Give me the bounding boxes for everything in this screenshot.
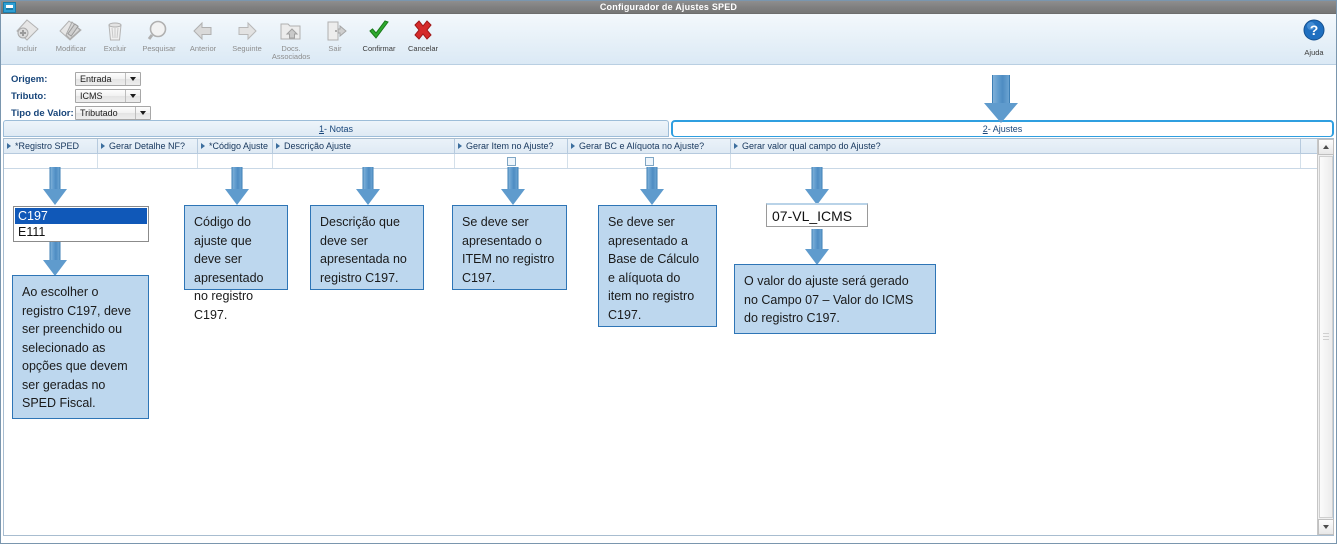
grid-column-header-label: *Código Ajuste [209, 141, 269, 151]
grid-column-header[interactable]: *Registro SPED [4, 139, 98, 153]
window-title: Configurador de Ajustes SPED [599, 1, 738, 12]
tab-ajustes-number: 2 [982, 124, 988, 134]
vertical-scrollbar[interactable] [1317, 139, 1334, 535]
toolbar-label: Sair [328, 44, 342, 53]
grid-column-header[interactable]: Gerar BC e Alíquota no Ajuste? [568, 139, 731, 153]
checkbox[interactable] [506, 156, 516, 166]
grid-column-header-label: Descrição Ajuste [284, 141, 352, 151]
arrow-left-icon [190, 17, 216, 44]
toolbar-button-excluir[interactable]: Excluir [93, 14, 137, 62]
filter-label-tributo: Tributo: [11, 90, 47, 102]
grid-header-row: *Registro SPED Gerar Detalhe NF? *Código A… [4, 139, 1317, 154]
toolbar-button-pesquisar[interactable]: Pesquisar [137, 14, 181, 62]
grid-column-header[interactable]: *Código Ajuste [198, 139, 273, 153]
grid-column-header-label: Gerar Item no Ajuste? [466, 141, 554, 151]
grid-cell[interactable] [4, 154, 98, 168]
toolbar-button-modificar[interactable]: Modificar [49, 14, 93, 62]
red-x-icon [410, 17, 436, 44]
title-bar: Configurador de Ajustes SPED [1, 1, 1336, 14]
tipo-de-valor-value: Tributado [80, 108, 118, 118]
toolbar-button-cancelar[interactable]: Cancelar [401, 14, 445, 62]
grid-cell[interactable] [98, 154, 198, 168]
tab-ajustes-label: - Ajustes [987, 124, 1023, 134]
filter-label-origem: Origem: [11, 73, 48, 85]
toolbar-label: Seguinte [232, 44, 262, 53]
toolbar-label: Anterior [189, 44, 217, 53]
toolbar-button-seguinte[interactable]: Seguinte [225, 14, 269, 62]
help-label: Ajuda [1304, 48, 1324, 57]
toolbar-button-anterior[interactable]: Anterior [181, 14, 225, 62]
help-question-icon: ? [1302, 18, 1326, 47]
arrow-right-icon [234, 17, 260, 44]
scroll-up-icon[interactable] [1317, 139, 1334, 155]
toolbar-label: Excluir [103, 44, 127, 53]
grid-column-header[interactable]: Gerar valor qual campo do Ajuste? [731, 139, 1301, 153]
column-menu-caret-icon[interactable] [458, 143, 462, 149]
toolbar-label: Pesquisar [142, 44, 176, 53]
column-menu-caret-icon[interactable] [101, 143, 105, 149]
filter-row-tributo: Tributo: ICMS [11, 88, 1336, 104]
filter-panel: Origem: Entrada Tributo: ICMS Tipo de Va… [1, 65, 1336, 120]
table-row[interactable] [4, 154, 1317, 169]
exit-door-icon [322, 17, 348, 44]
tab-ajustes[interactable]: 2 - Ajustes [671, 120, 1334, 137]
tipo-de-valor-dropdown[interactable]: Tributado [75, 106, 151, 120]
toolbar: Incluir Modificar Excluir [1, 14, 1336, 65]
toolbar-button-sair[interactable]: Sair [313, 14, 357, 62]
column-menu-caret-icon[interactable] [201, 143, 205, 149]
chevron-down-icon[interactable] [125, 90, 140, 102]
column-menu-caret-icon[interactable] [7, 143, 11, 149]
checkbox[interactable] [644, 156, 654, 166]
grid-column-header-label: Gerar BC e Alíquota no Ajuste? [579, 141, 705, 151]
grid-viewport: *Registro SPED Gerar Detalhe NF? *Código A… [4, 139, 1317, 535]
toolbar-label: Docs. Associados [271, 44, 311, 61]
data-grid: *Registro SPED Gerar Detalhe NF? *Código A… [3, 138, 1334, 536]
grid-column-header-label: Gerar valor qual campo do Ajuste? [742, 141, 881, 151]
toolbar-label: Confirmar [362, 44, 396, 53]
toolbar-label: Cancelar [407, 44, 438, 53]
grid-column-header[interactable]: Gerar Item no Ajuste? [455, 139, 568, 153]
magnifier-icon [146, 17, 172, 44]
grid-cell[interactable] [731, 154, 1301, 168]
tab-notas-number: 1 [318, 123, 324, 134]
scrollbar-thumb[interactable] [1318, 156, 1333, 518]
grid-cell[interactable] [273, 154, 455, 168]
chevron-down-icon[interactable] [125, 73, 140, 85]
toolbar-label: Modificar [55, 44, 87, 53]
scroll-down-icon[interactable] [1317, 519, 1334, 535]
grid-column-header[interactable]: Descrição Ajuste [273, 139, 455, 153]
toolbar-button-confirmar[interactable]: Confirmar [357, 14, 401, 62]
filter-label-tipo-de-valor: Tipo de Valor: [11, 107, 74, 119]
filter-row-tipo-de-valor: Tipo de Valor: Tributado [11, 105, 1336, 121]
trash-icon [102, 17, 128, 44]
tab-notas[interactable]: 1 - Notas [3, 120, 669, 137]
grid-cell[interactable] [455, 154, 568, 168]
origem-dropdown[interactable]: Entrada [75, 72, 141, 86]
tab-notas-label: - Notas [324, 123, 354, 134]
tributo-value: ICMS [80, 91, 103, 101]
grid-column-header-label: Gerar Detalhe NF? [109, 141, 186, 151]
grid-column-header-label: *Registro SPED [15, 141, 80, 151]
tab-strip: 1 - Notas 2 - Ajustes [1, 120, 1336, 138]
svg-text:?: ? [1310, 22, 1319, 38]
green-check-icon [366, 17, 392, 44]
grid-column-header[interactable]: Gerar Detalhe NF? [98, 139, 198, 153]
help-button[interactable]: ? Ajuda [1294, 15, 1334, 63]
toolbar-button-incluir[interactable]: Incluir [5, 14, 49, 62]
toolbar-label: Incluir [16, 44, 37, 53]
toolbar-button-docs-associados[interactable]: Docs. Associados [269, 14, 313, 62]
edit-tag-icon [58, 17, 84, 44]
column-menu-caret-icon[interactable] [734, 143, 738, 149]
add-tag-icon [14, 17, 40, 44]
column-menu-caret-icon[interactable] [571, 143, 575, 149]
grid-cell[interactable] [198, 154, 273, 168]
chevron-down-icon[interactable] [135, 107, 150, 119]
tributo-dropdown[interactable]: ICMS [75, 89, 141, 103]
column-menu-caret-icon[interactable] [276, 143, 280, 149]
grid-cell[interactable] [568, 154, 731, 168]
filter-row-origem: Origem: Entrada [11, 71, 1336, 87]
application-window-icon [3, 1, 16, 13]
folder-upload-icon [278, 17, 304, 44]
origem-value: Entrada [80, 74, 112, 84]
